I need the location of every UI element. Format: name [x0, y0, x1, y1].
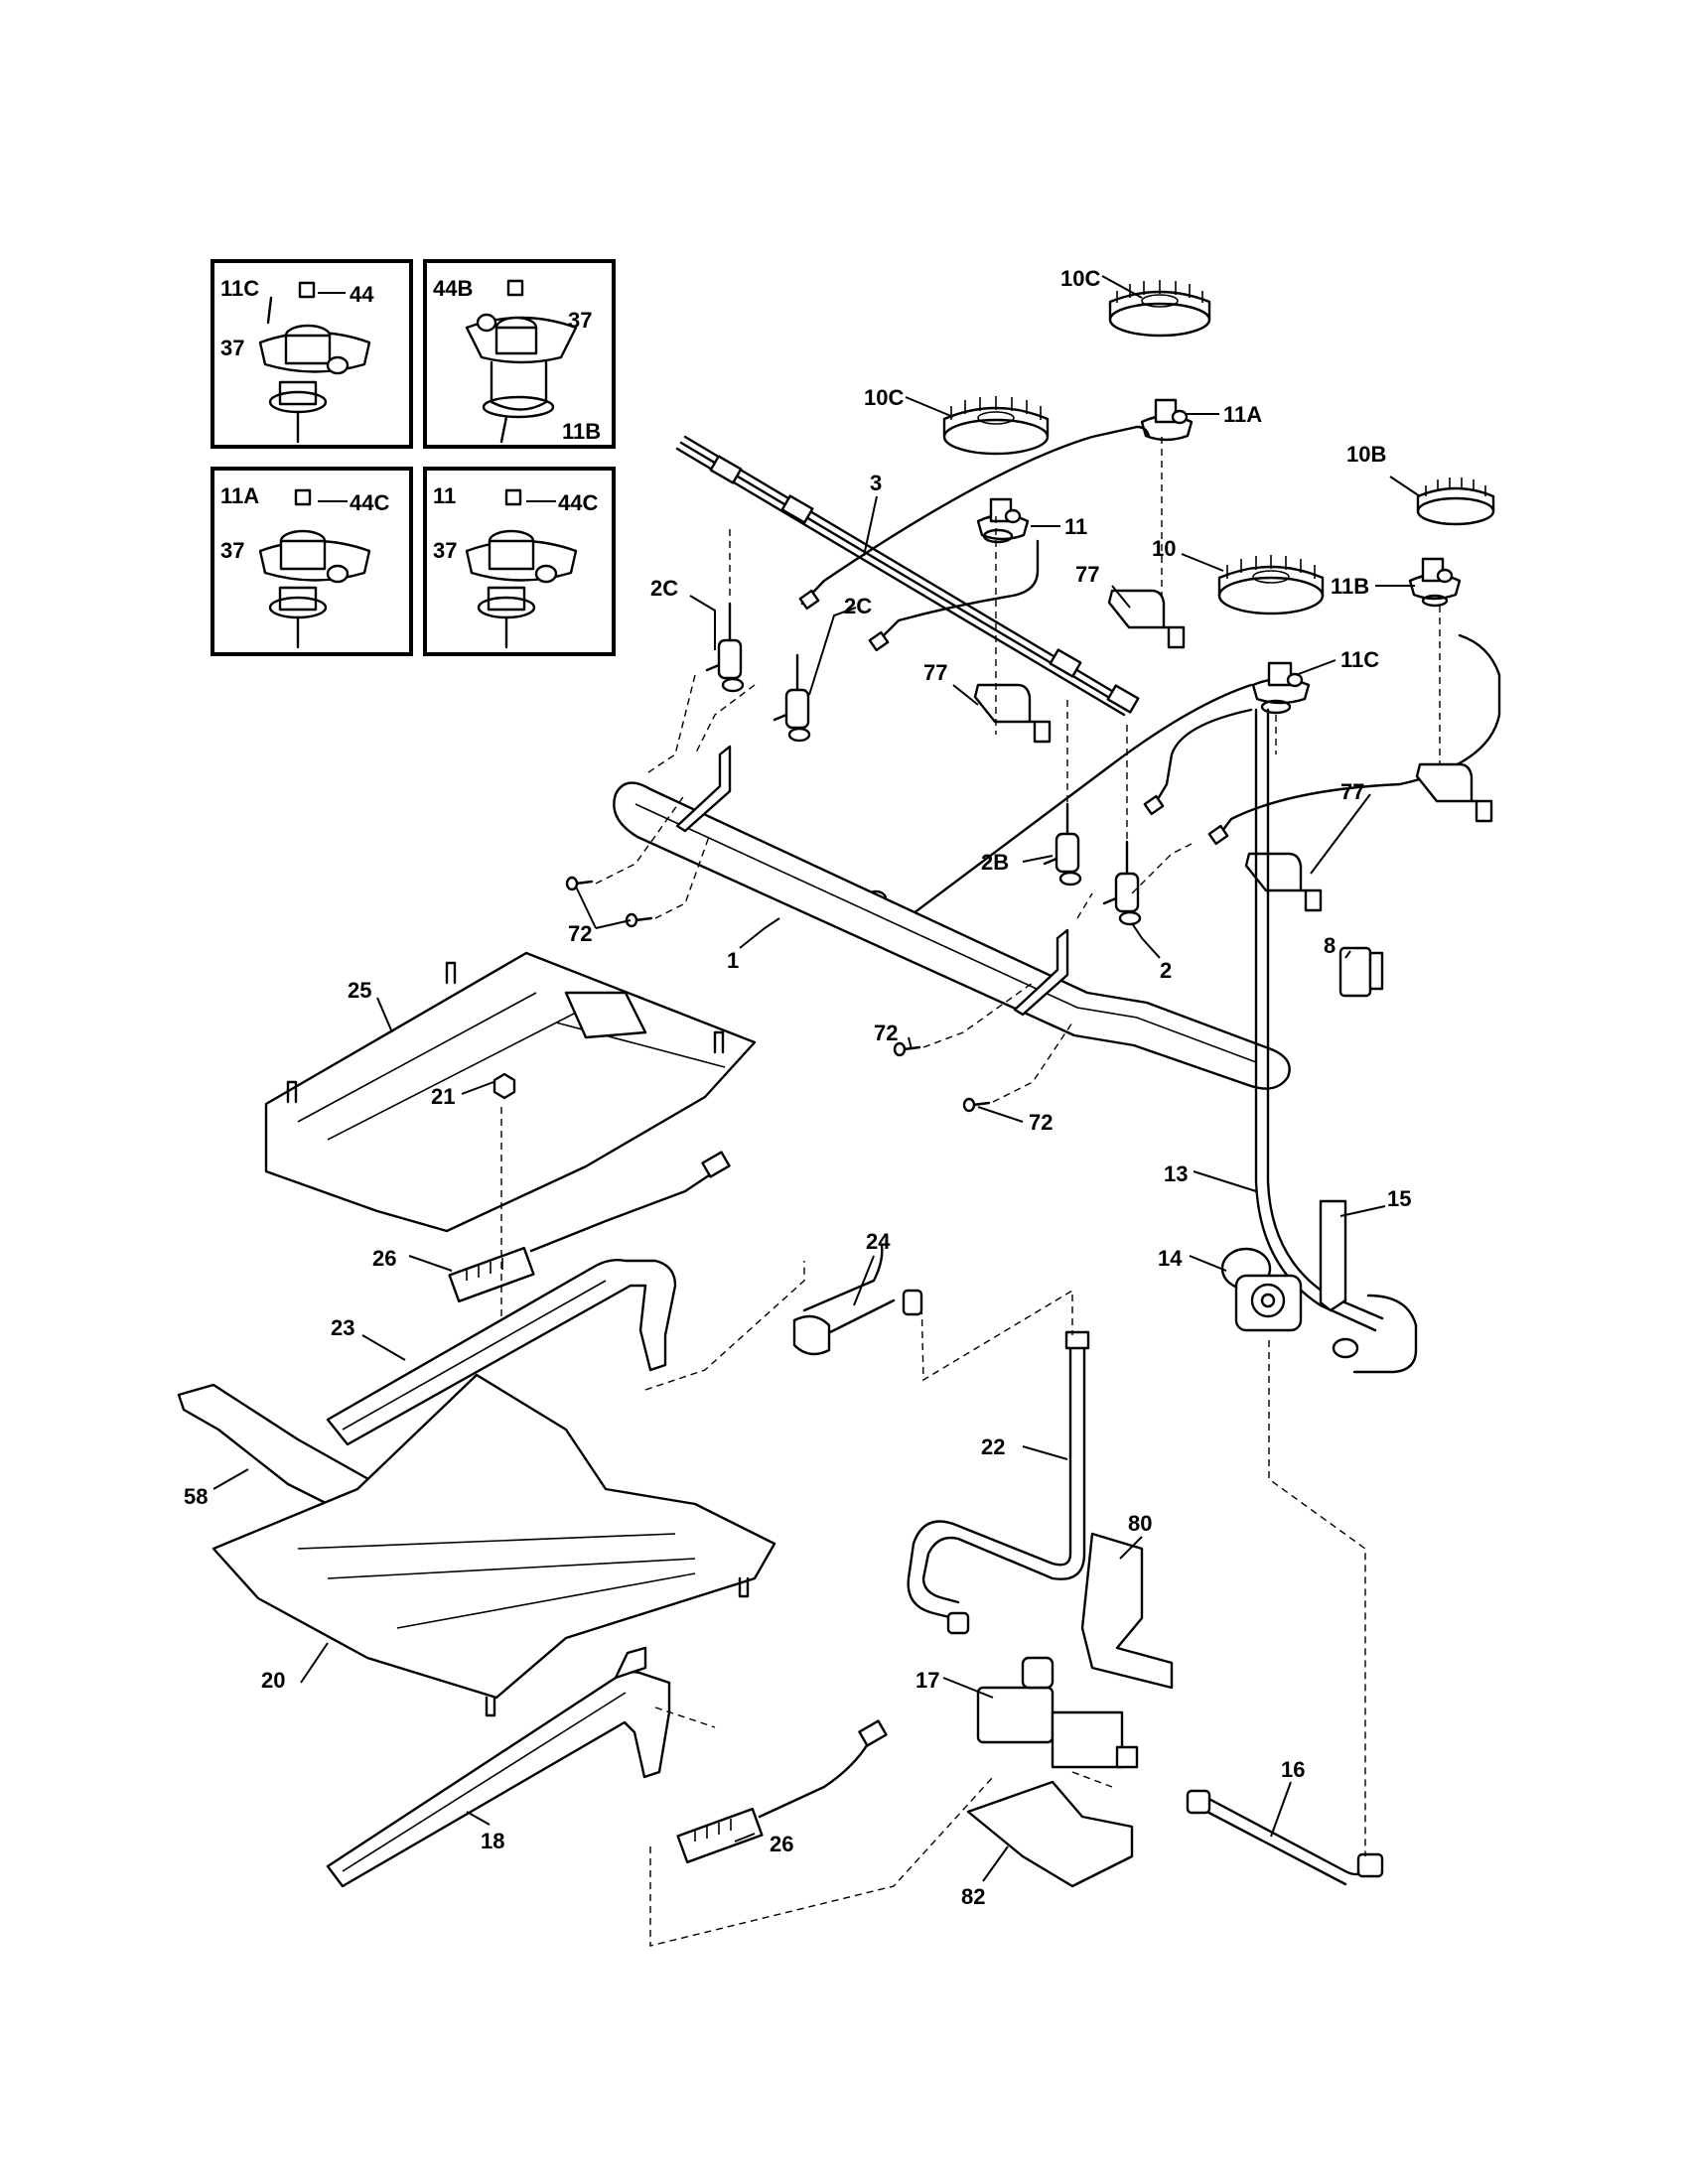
inset-11a-label-44c: 44C	[350, 490, 389, 515]
burner-valve-icon	[258, 281, 371, 444]
safety-valve-17	[976, 1656, 1139, 1769]
inset-11-label-37: 37	[433, 538, 457, 563]
callout-2c-right: 2C	[844, 594, 872, 618]
callout-77-a: 77	[1075, 562, 1099, 587]
callout-11: 11	[1064, 514, 1087, 539]
callout-1: 1	[727, 948, 739, 973]
burner-head-10b	[1416, 478, 1495, 526]
callout-24: 24	[866, 1229, 891, 1254]
callout-26-bottom: 26	[770, 1832, 793, 1856]
burner-valve-icon	[465, 279, 578, 444]
screws-72	[565, 876, 991, 1113]
callout-14: 14	[1158, 1246, 1183, 1271]
part-8-switch	[1338, 946, 1384, 998]
burner-base-11c	[1251, 661, 1311, 715]
callout-82: 82	[961, 1884, 985, 1909]
bracket-77-a	[1107, 589, 1186, 649]
callout-77-b: 77	[923, 660, 947, 685]
burner-valve-icon	[258, 488, 371, 649]
inset-11c-label-44: 44	[350, 282, 374, 307]
ignitor-electrode-26-b	[676, 1719, 888, 1864]
callout-22: 22	[981, 1434, 1005, 1459]
valve-2	[1102, 840, 1142, 926]
burner-head-10c-top	[1108, 280, 1211, 338]
heat-baffle-20	[211, 1373, 776, 1717]
leader-lines	[212, 275, 1421, 1882]
callout-10c-top: 10C	[1060, 266, 1100, 291]
valve-2c-right	[773, 653, 811, 743]
callout-25: 25	[348, 978, 371, 1003]
inset-11b-label-11b: 11B	[562, 419, 601, 444]
callout-2c-left: 2C	[650, 576, 678, 601]
callout-77-c: 77	[1340, 779, 1364, 804]
callout-3: 3	[870, 471, 882, 495]
burner-tubes	[798, 425, 1501, 945]
bracket-15	[1319, 1199, 1347, 1312]
inset-11b-label-37: 37	[568, 308, 592, 333]
callout-11b: 11B	[1331, 574, 1369, 599]
burner-head-10	[1217, 555, 1325, 615]
inset-11: 11 44C 37	[423, 467, 616, 656]
burner-head-10c-left	[942, 396, 1050, 456]
burner-base-11a	[1140, 398, 1194, 442]
callout-72-a: 72	[568, 921, 592, 946]
inset-11a: 11A 44C 37	[211, 467, 413, 656]
inset-11a-label-37: 37	[220, 538, 244, 563]
callout-21: 21	[431, 1084, 455, 1109]
callout-16: 16	[1281, 1757, 1305, 1782]
inset-11b: 44B 37 11B	[423, 259, 616, 449]
callout-26-top: 26	[372, 1246, 396, 1271]
ignitor-harness	[675, 435, 1140, 717]
callout-10c-left: 10C	[864, 385, 904, 410]
callout-72-c: 72	[1029, 1110, 1053, 1135]
burner-valve-icon	[465, 488, 578, 649]
callout-2: 2	[1160, 958, 1172, 983]
callout-13: 13	[1164, 1161, 1188, 1186]
callout-10b: 10B	[1346, 442, 1386, 467]
burner-base-11	[976, 497, 1030, 544]
callout-10: 10	[1152, 536, 1176, 561]
callout-11c: 11C	[1340, 647, 1379, 672]
ignitor-electrode-26-a	[448, 1151, 731, 1303]
inset-11b-label-44b: 44B	[433, 276, 473, 301]
callout-labels: 10C 11A 10C 10B 3 11 10 11B 77 2C 2C 77 …	[184, 266, 1411, 1909]
inset-11a-label-11a: 11A	[220, 483, 259, 508]
air-shutter-24	[792, 1244, 923, 1356]
inset-11-label-11: 11	[433, 483, 456, 508]
shield-82	[966, 1780, 1134, 1888]
callout-80: 80	[1128, 1511, 1152, 1536]
callout-72-b: 72	[874, 1021, 898, 1045]
callout-15: 15	[1387, 1186, 1411, 1211]
bracket-77-c	[1415, 762, 1493, 823]
gas-tube-22	[907, 1330, 1090, 1635]
inset-11c-label-11c: 11C	[220, 276, 259, 301]
inset-11c-label-37: 37	[220, 336, 244, 360]
assembly-lines	[500, 437, 1441, 1947]
valve-2b	[1043, 802, 1082, 887]
burner-tube-18	[326, 1646, 671, 1888]
callout-17: 17	[915, 1668, 939, 1693]
gas-tube-16	[1186, 1789, 1384, 1886]
burner-base-11b	[1408, 557, 1462, 608]
bracket-77-d	[1244, 852, 1323, 912]
callout-11a: 11A	[1223, 402, 1262, 427]
manifold	[613, 745, 1291, 1090]
inset-11-label-44c: 44C	[558, 490, 598, 515]
callout-23: 23	[331, 1315, 354, 1340]
bracket-80	[1080, 1532, 1174, 1690]
bracket-77-b	[973, 683, 1052, 744]
burner-tube-23	[326, 1258, 677, 1446]
callout-2b: 2B	[981, 850, 1009, 875]
inset-11c: 11C 44 37	[211, 259, 413, 449]
valve-2c-left	[705, 602, 745, 693]
callout-8: 8	[1324, 933, 1336, 958]
callout-18: 18	[481, 1829, 504, 1853]
pressure-regulator-14	[1220, 1247, 1359, 1359]
callout-20: 20	[261, 1668, 285, 1693]
callout-58: 58	[184, 1484, 208, 1509]
nut-21	[492, 1072, 516, 1100]
